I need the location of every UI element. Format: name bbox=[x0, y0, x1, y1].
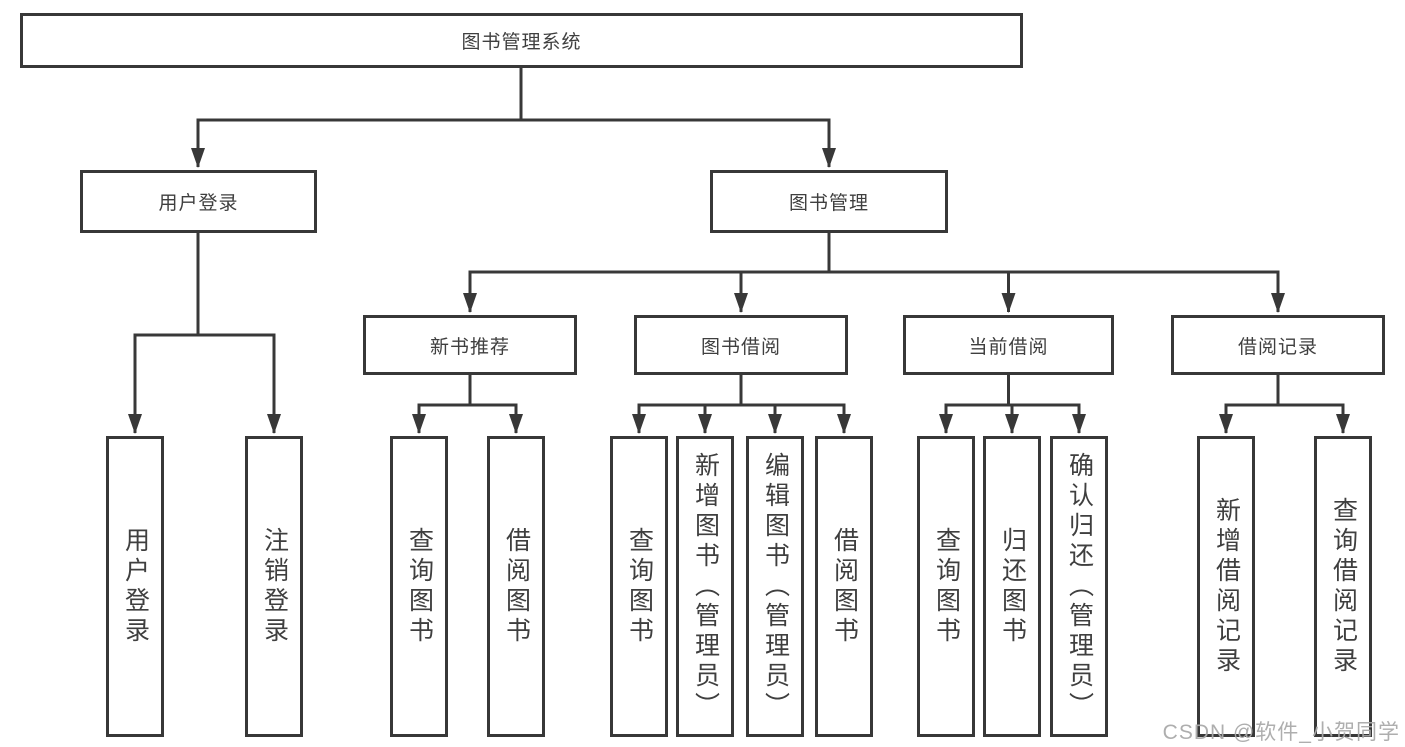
node-borrow-records-label: 借阅记录 bbox=[1237, 336, 1318, 358]
node-borrow-books-1: 借阅图书 bbox=[487, 436, 545, 737]
node-query-books-1-label: 查询图书 bbox=[405, 526, 434, 647]
node-query-books-2-label: 查询图书 bbox=[625, 526, 654, 647]
node-return-book-label: 归还图书 bbox=[998, 526, 1027, 647]
node-book-management: 图书管理 bbox=[710, 170, 948, 233]
node-edit-book-admin: 编辑图书（管理员） bbox=[746, 436, 804, 737]
node-book-management-label: 图书管理 bbox=[788, 193, 869, 214]
node-query-books-3-label: 查询图书 bbox=[932, 526, 961, 647]
node-current-borrow-label: 当前借阅 bbox=[968, 336, 1049, 358]
node-root-label: 图书管理系统 bbox=[461, 32, 582, 53]
node-query-books-1: 查询图书 bbox=[390, 436, 448, 737]
node-add-borrow-record: 新增借阅记录 bbox=[1197, 436, 1255, 737]
node-new-book-recommend: 新书推荐 bbox=[363, 315, 577, 375]
node-user-login-leaf-label: 用户登录 bbox=[121, 526, 150, 647]
node-root: 图书管理系统 bbox=[20, 13, 1023, 68]
node-book-borrow: 图书借阅 bbox=[634, 315, 848, 375]
node-confirm-return-admin-label: 确认归还（管理员） bbox=[1065, 451, 1094, 722]
node-add-borrow-record-label: 新增借阅记录 bbox=[1212, 496, 1241, 677]
node-add-book-admin-label: 新增图书（管理员） bbox=[691, 451, 720, 722]
node-query-borrow-record: 查询借阅记录 bbox=[1314, 436, 1372, 737]
node-borrow-records: 借阅记录 bbox=[1171, 315, 1385, 375]
node-current-borrow: 当前借阅 bbox=[903, 315, 1114, 375]
node-borrow-books-1-label: 借阅图书 bbox=[502, 526, 531, 647]
node-edit-book-admin-label: 编辑图书（管理员） bbox=[761, 451, 790, 722]
node-user-login: 用户登录 bbox=[80, 170, 317, 233]
node-return-book: 归还图书 bbox=[983, 436, 1041, 737]
node-user-login-label: 用户登录 bbox=[158, 193, 239, 214]
node-book-borrow-label: 图书借阅 bbox=[700, 336, 781, 358]
node-logout-label: 注销登录 bbox=[260, 526, 289, 647]
node-query-books-3: 查询图书 bbox=[917, 436, 975, 737]
node-new-book-recommend-label: 新书推荐 bbox=[429, 336, 510, 358]
node-borrow-books-2-label: 借阅图书 bbox=[830, 526, 859, 647]
node-query-borrow-record-label: 查询借阅记录 bbox=[1329, 496, 1358, 677]
node-logout: 注销登录 bbox=[245, 436, 303, 737]
node-query-books-2: 查询图书 bbox=[610, 436, 668, 737]
node-user-login-leaf: 用户登录 bbox=[106, 436, 164, 737]
node-add-book-admin: 新增图书（管理员） bbox=[676, 436, 734, 737]
node-borrow-books-2: 借阅图书 bbox=[815, 436, 873, 737]
watermark: CSDN @软件_小贺同学 bbox=[1162, 721, 1400, 744]
node-confirm-return-admin: 确认归还（管理员） bbox=[1050, 436, 1108, 737]
